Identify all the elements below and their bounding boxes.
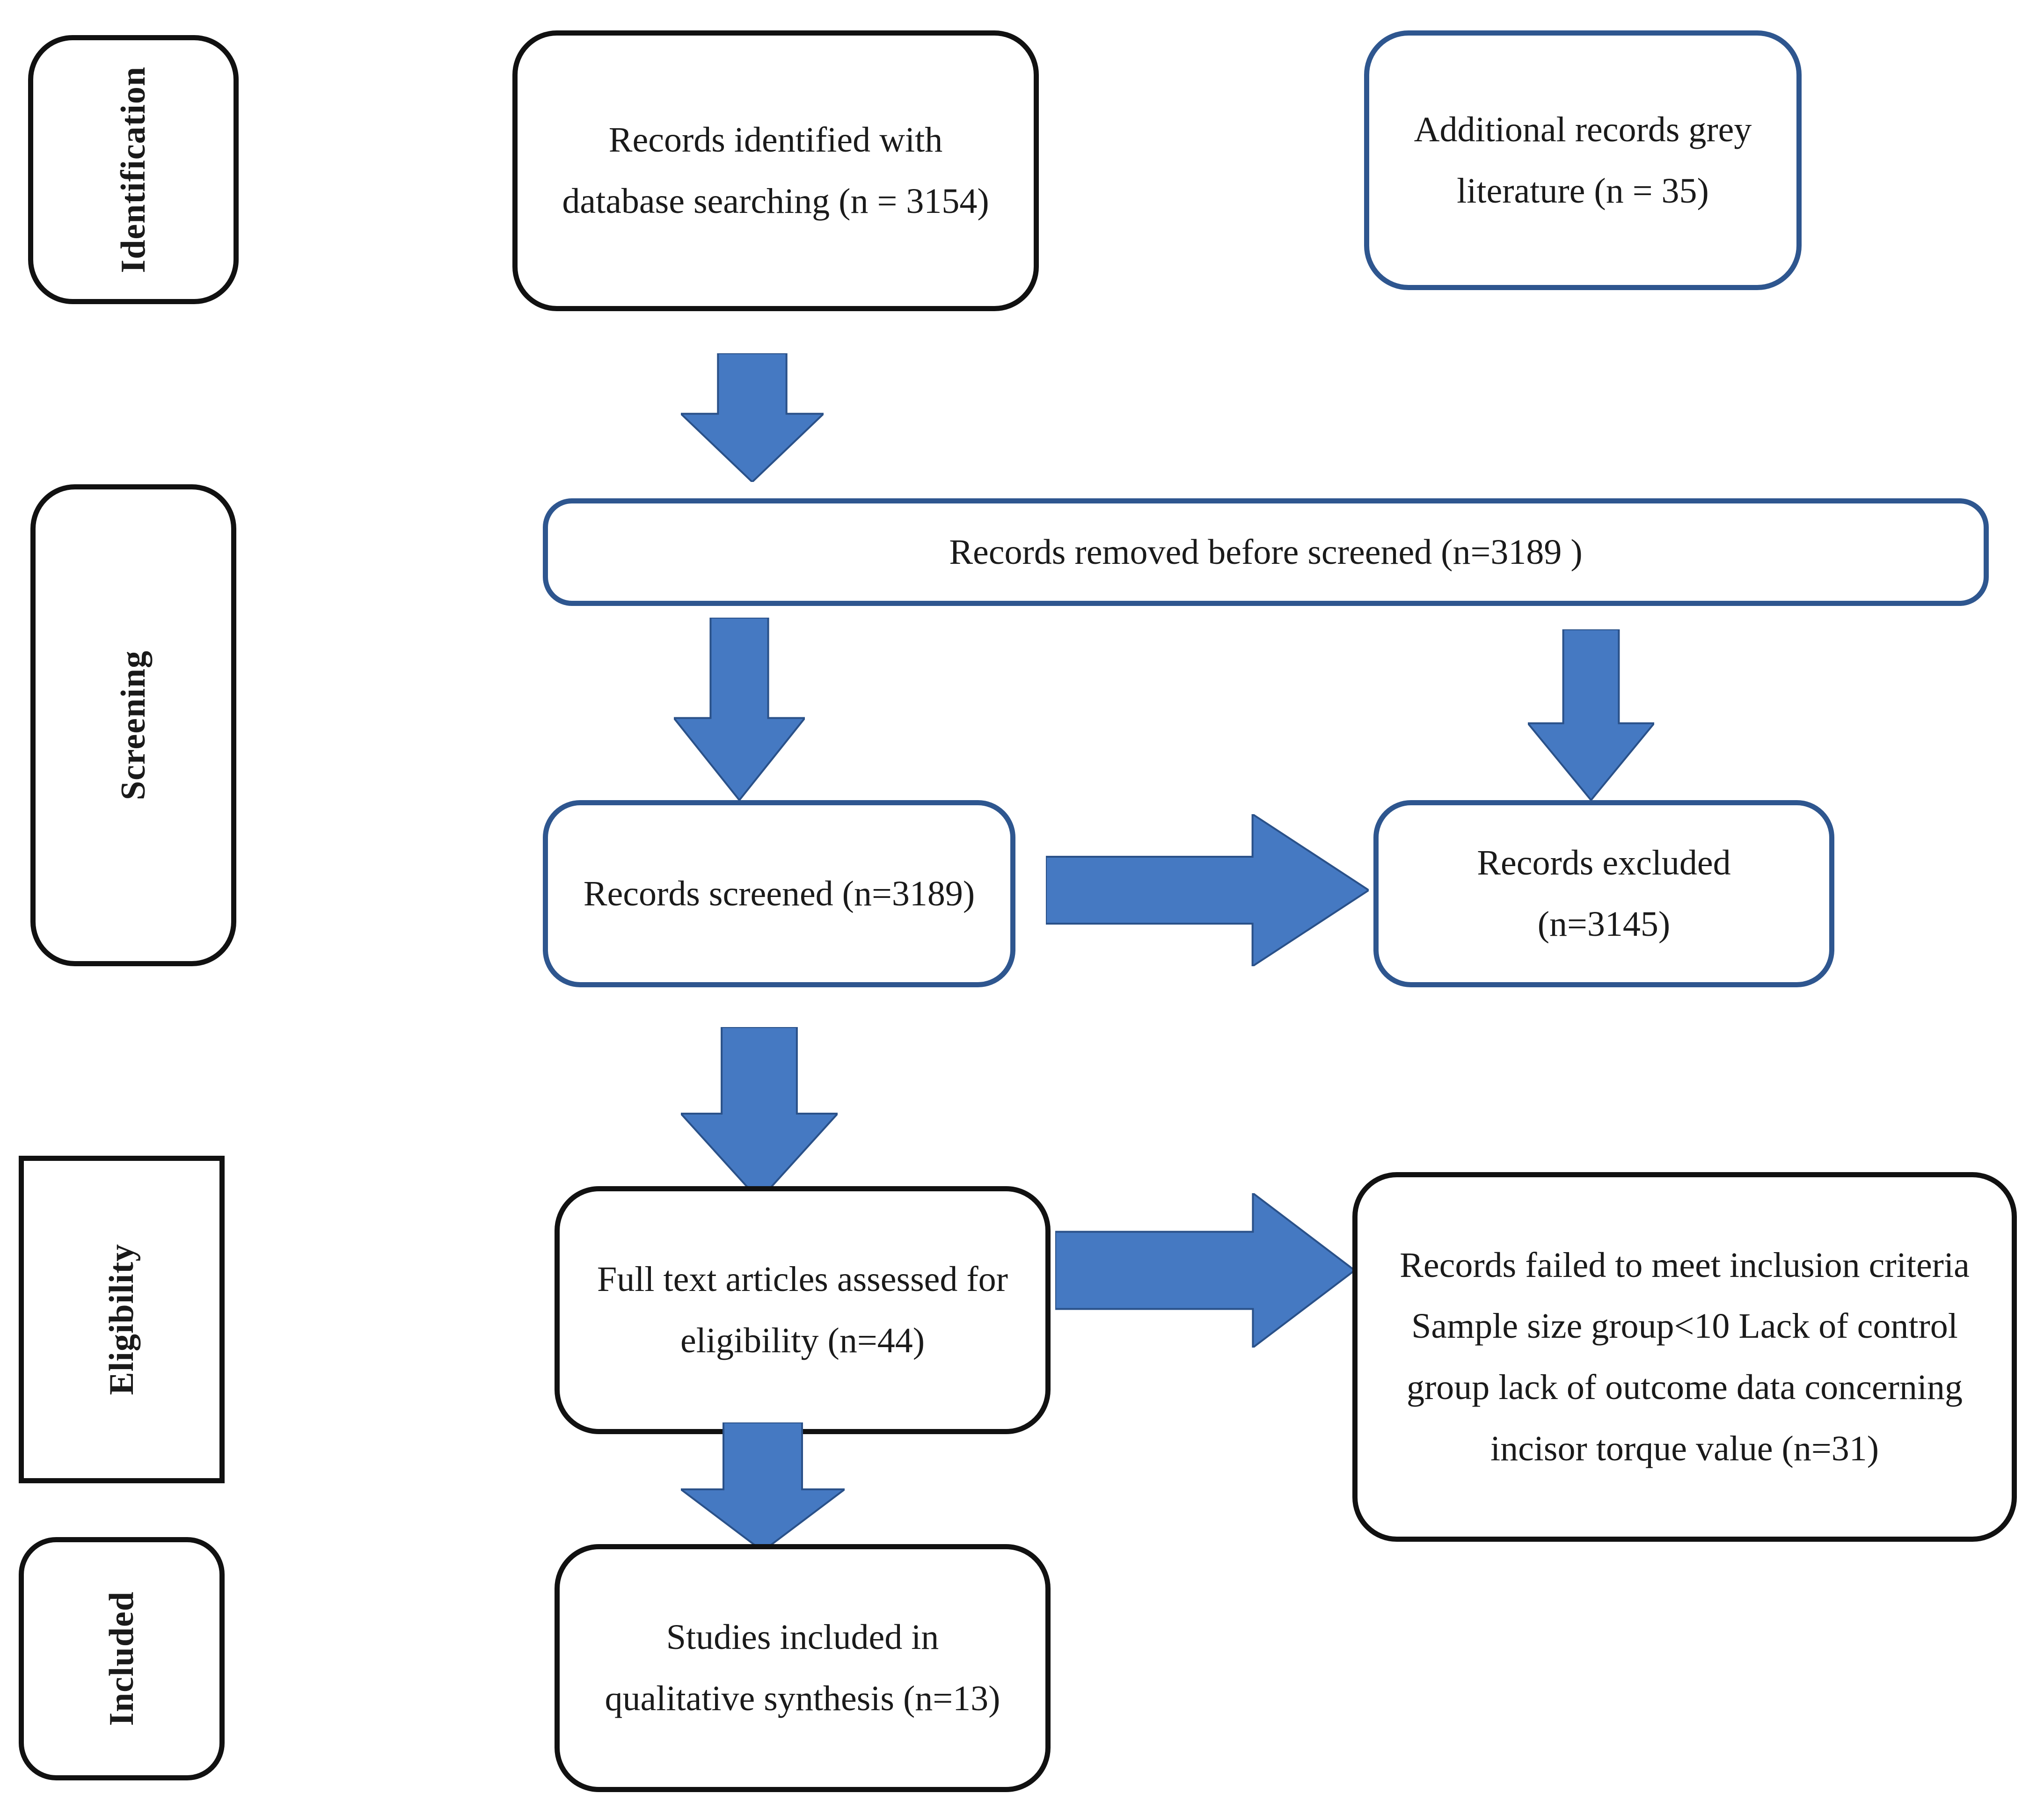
stage-label-identification-text: Identification — [114, 66, 153, 273]
stage-label-eligibility-text: Eligibility — [102, 1244, 141, 1395]
node-records-removed-text: Records removed before screened (n=3189 … — [949, 532, 1583, 572]
node-records-excluded-text: Records excluded (n=3145) — [1477, 843, 1731, 944]
node-records-identified: Records identified with database searchi… — [512, 30, 1039, 311]
arrow-down-screened-to-fulltext — [681, 1027, 838, 1200]
node-records-identified-text: Records identified with database searchi… — [562, 120, 989, 221]
stage-label-included-text: Included — [102, 1591, 141, 1726]
node-records-screened-text: Records screened (n=3189) — [583, 874, 975, 913]
arrow-down-fulltext-to-included — [681, 1422, 845, 1551]
node-records-removed: Records removed before screened (n=3189 … — [543, 498, 1989, 606]
node-additional-records-text: Additional records grey literature (n = … — [1414, 109, 1752, 211]
stage-label-identification: Identification — [28, 35, 239, 304]
arrow-right-screened-to-excluded — [1046, 814, 1369, 966]
arrow-down-removed-to-excluded — [1528, 629, 1654, 800]
node-full-text-assessed-text: Full text articles assessed for eligibil… — [597, 1260, 1008, 1360]
arrow-down-removed-to-screened — [674, 618, 805, 800]
arrow-right-fulltext-to-failed — [1055, 1193, 1355, 1348]
stage-label-included: Included — [19, 1537, 225, 1780]
node-studies-included-text: Studies included in qualitative synthesi… — [605, 1618, 1000, 1718]
arrow-down-identified-to-removed — [681, 353, 824, 482]
stage-label-screening-text: Screening — [114, 650, 153, 801]
node-studies-included: Studies included in qualitative synthesi… — [555, 1544, 1051, 1792]
stage-label-screening: Screening — [30, 484, 236, 966]
stage-label-eligibility: Eligibility — [19, 1156, 225, 1483]
node-additional-records: Additional records grey literature (n = … — [1364, 30, 1802, 290]
node-records-failed-text: Records failed to meet inclusion criteri… — [1400, 1245, 1970, 1468]
node-records-failed: Records failed to meet inclusion criteri… — [1352, 1172, 2017, 1542]
node-records-excluded: Records excluded (n=3145) — [1373, 800, 1834, 987]
node-records-screened: Records screened (n=3189) — [543, 800, 1015, 987]
node-full-text-assessed: Full text articles assessed for eligibil… — [555, 1186, 1051, 1434]
